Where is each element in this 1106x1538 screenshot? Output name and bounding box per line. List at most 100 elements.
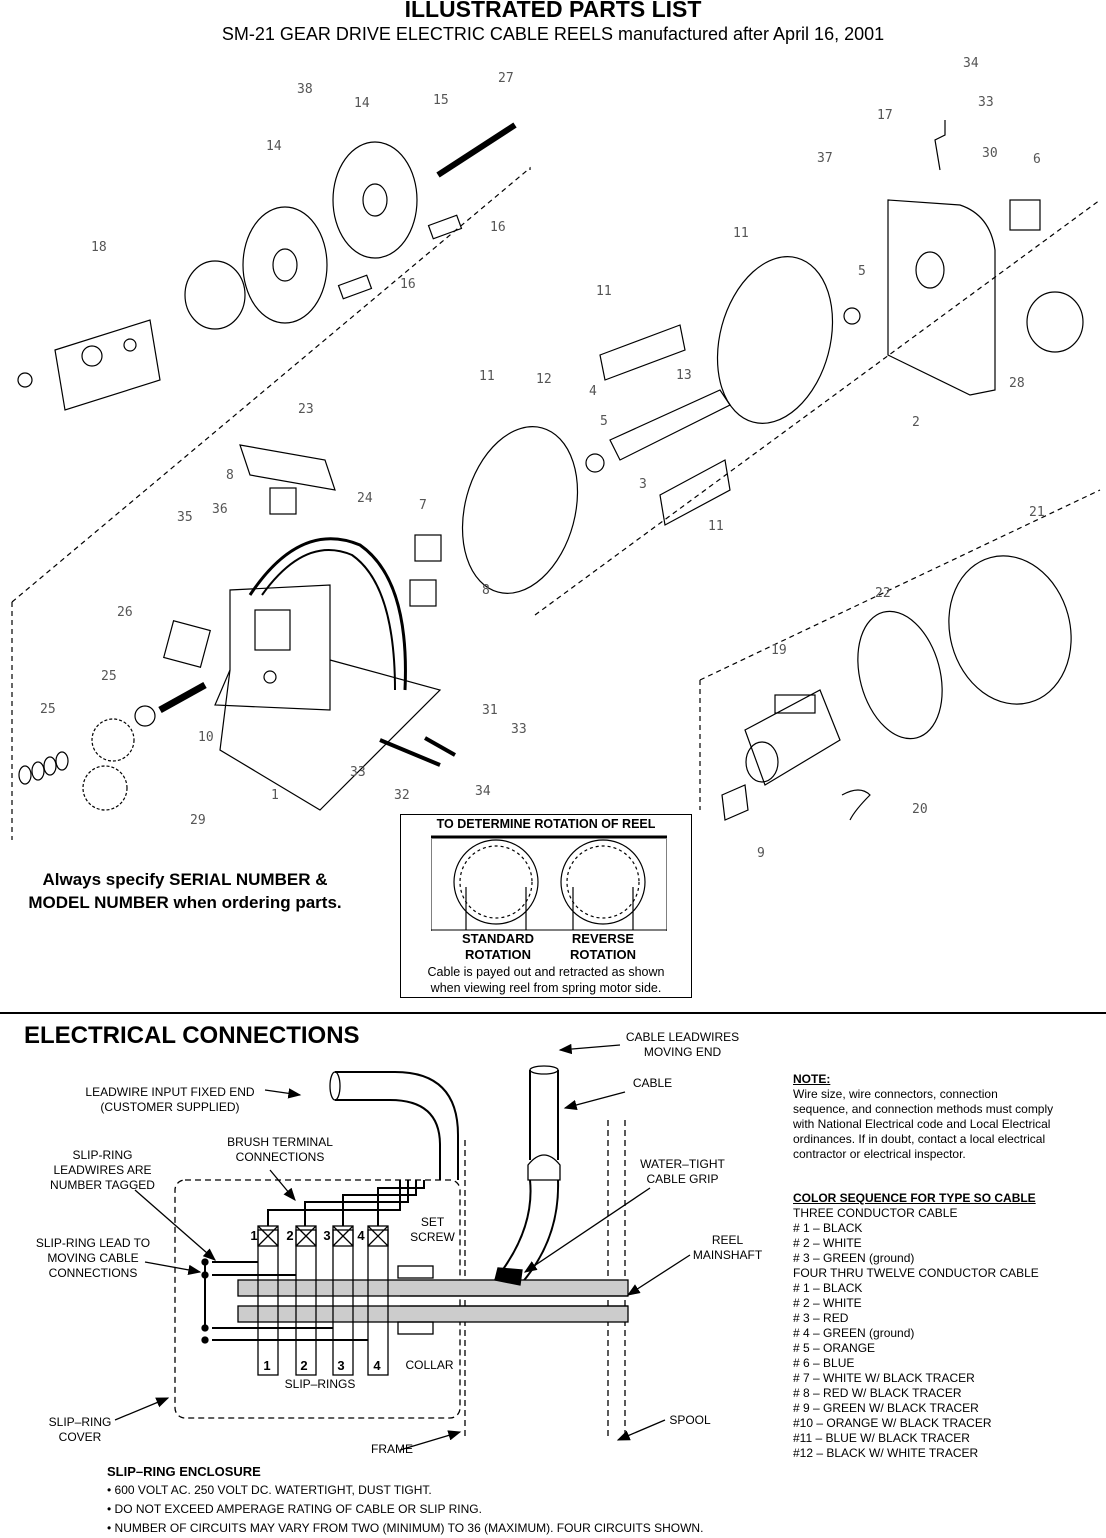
part-27-shaft	[436, 122, 517, 178]
rotation-title: TO DETERMINE ROTATION OF REEL	[436, 817, 656, 831]
slipring-enclosure-outline	[174, 1179, 461, 1419]
part-29-gear-b	[82, 765, 128, 811]
part-11-shell-lower	[659, 459, 731, 526]
part-26-plate	[162, 619, 212, 669]
ordering-notice-line-2: MODEL NUMBER when ordering parts.	[28, 893, 342, 912]
ring-number-bottom-2: 2	[300, 1358, 308, 1373]
ordering-notice: Always specify SERIAL NUMBER & MODEL NUM…	[10, 868, 360, 914]
callout-21: 21	[1029, 505, 1045, 520]
ring-number-top-3: 3	[323, 1228, 331, 1243]
callout-29: 29	[190, 813, 206, 828]
callout-11-c: 11	[479, 369, 495, 384]
part-5-ring-front	[585, 453, 605, 473]
part-20-wire	[841, 789, 871, 821]
callout-31: 31	[482, 703, 498, 718]
callout-14-a: 14	[266, 139, 282, 154]
part-3-mainshaft	[609, 389, 731, 461]
color-sequence-block: COLOR SEQUENCE FOR TYPE SO CABLE THREE C…	[793, 1191, 1039, 1460]
label-watertight-grip: WATER–TIGHT CABLE GRIP	[640, 1157, 725, 1186]
ring-number-bottom-3: 3	[337, 1358, 345, 1373]
ring-number-bottom-4: 4	[373, 1358, 381, 1373]
ordering-notice-line-1: Always specify SERIAL NUMBER &	[42, 870, 328, 889]
rotation-note: Cable is payed out and retracted as show…	[427, 965, 665, 995]
callout-16-b: 16	[400, 277, 416, 292]
callout-26: 26	[117, 605, 133, 620]
callout-30: 30	[982, 146, 998, 161]
part-21-cover	[948, 555, 1072, 705]
part-8-plate-a	[269, 487, 297, 515]
reverse-rotation-label: REVERSE ROTATION	[570, 931, 636, 962]
part-22-gasket	[857, 610, 943, 740]
part-30-handle	[934, 120, 946, 171]
dashed-boundary-top	[11, 166, 531, 603]
part-25-spring-stack	[18, 751, 69, 785]
part-32-rod	[379, 738, 441, 767]
note-block: NOTE: Wire size, wire connectors, connec…	[793, 1072, 1054, 1161]
part-11-shell-upper	[599, 324, 686, 381]
callout-4: 4	[589, 384, 597, 399]
rotation-box: TO DETERMINE ROTATION OF REEL STANDARD R…	[400, 814, 692, 998]
callout-12: 12	[536, 372, 552, 387]
callout-23: 23	[298, 402, 314, 417]
ring-number-top-2: 2	[286, 1228, 294, 1243]
callout-22: 22	[875, 586, 891, 601]
enclosure-block: SLIP–RING ENCLOSURE • 600 VOLT AC. 250 V…	[107, 1464, 704, 1535]
label-cable: CABLE	[632, 1076, 673, 1090]
four-conductor-heading: FOUR THRU TWELVE CONDUCTOR CABLE	[793, 1266, 1039, 1280]
callout-5-b: 5	[600, 414, 608, 429]
part-14-housing-a	[242, 206, 328, 324]
callout-35: 35	[177, 510, 193, 525]
callout-11-b: 11	[596, 284, 612, 299]
callout-7: 7	[419, 498, 427, 513]
part-2-housing	[887, 199, 996, 396]
section-divider	[0, 1012, 1106, 1014]
part-16-pin-a	[427, 214, 463, 240]
label-spool: SPOOL	[669, 1413, 711, 1427]
callout-33-b: 33	[511, 722, 527, 737]
callout-28: 28	[1009, 376, 1025, 391]
callout-5-a: 5	[858, 264, 866, 279]
part-cover	[184, 260, 246, 330]
callout-20: 20	[912, 802, 928, 817]
label-collar: COLLAR	[405, 1358, 454, 1372]
part-14-housing-b	[332, 141, 418, 259]
label-slipring-leadwires: SLIP-RING LEADWIRES ARE NUMBER TAGGED	[50, 1148, 155, 1192]
callout-33: 33	[978, 95, 994, 110]
part-1-base-frame	[214, 537, 442, 811]
callout-11-d: 11	[708, 519, 724, 534]
part-28-cap	[1026, 291, 1084, 353]
label-slip-rings: SLIP–RINGS	[284, 1377, 356, 1391]
rotation-diagram	[431, 835, 667, 931]
callout-6: 6	[1033, 152, 1041, 167]
label-reel-mainshaft: REEL MAINSHAFT	[692, 1233, 763, 1262]
label-brush-terminal: BRUSH TERMINAL CONNECTIONS	[227, 1135, 333, 1164]
part-6-plate	[1009, 199, 1041, 231]
part-7-plate	[414, 534, 442, 562]
callout-14-b: 14	[354, 96, 370, 111]
ring-number-top-1: 1	[250, 1228, 258, 1243]
label-leadwire-input: LEADWIRE INPUT FIXED END (CUSTOMER SUPPL…	[85, 1085, 255, 1114]
label-slipring-cover: SLIP–RING COVER	[48, 1415, 112, 1444]
dashed-boundary-left	[11, 602, 13, 840]
enclosure-heading: SLIP–RING ENCLOSURE	[107, 1464, 261, 1479]
part-29-gear-a	[91, 718, 135, 762]
callout-34: 34	[963, 56, 979, 71]
callout-13: 13	[676, 368, 692, 383]
callout-8-a: 8	[226, 468, 234, 483]
part-8-plate-b	[409, 579, 437, 607]
electrical-title: ELECTRICAL CONNECTIONS	[24, 1022, 360, 1049]
standard-rotation-label: STANDARD ROTATION	[462, 931, 534, 962]
page-subtitle: SM-21 GEAR DRIVE ELECTRIC CABLE REELS ma…	[221, 24, 885, 44]
callout-16-a: 16	[490, 220, 506, 235]
callout-2: 2	[912, 415, 920, 430]
callout-24: 24	[357, 491, 373, 506]
callout-15: 15	[433, 93, 449, 108]
callout-19: 19	[771, 643, 787, 658]
callout-17: 17	[877, 108, 893, 123]
callout-37: 37	[817, 151, 833, 166]
label-slipring-lead: SLIP-RING LEAD TO MOVING CABLE CONNECTIO…	[35, 1236, 151, 1280]
exploded-parts-diagram	[11, 120, 1101, 840]
part-23-cover-plate	[239, 444, 336, 491]
ring-number-bottom-1: 1	[263, 1358, 271, 1373]
dashed-boundary-right	[534, 199, 1101, 616]
